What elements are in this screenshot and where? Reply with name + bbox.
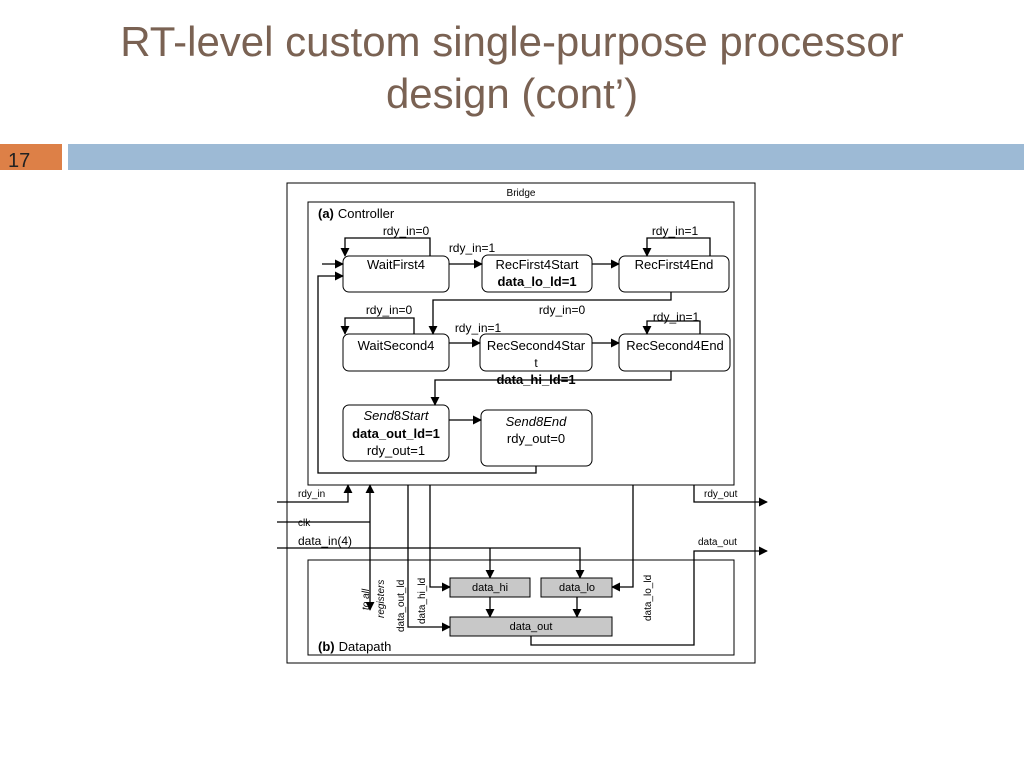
wait-first4-self-loop [340, 237, 431, 257]
bridge-frame [286, 182, 756, 664]
state-send8-start-name: Send8Start [363, 408, 429, 423]
rec-second4-end-self-loop [642, 320, 701, 335]
state-send8-start-name-part1: Send [363, 408, 394, 423]
state-send8-start-name-part3: Start [401, 408, 430, 423]
data-out-ld-line [407, 485, 451, 632]
data-hi-ld-line [429, 485, 451, 592]
state-send8-end-name: Send8End [506, 414, 567, 429]
rec-first4-end-self-loop [642, 237, 711, 257]
label-wait-second4-self: rdy_in=0 [366, 303, 413, 317]
register-data-lo-label: data_lo [559, 582, 595, 594]
state-wait-second4-name: WaitSecond4 [358, 338, 435, 353]
state-rec-second4-end-name: RecSecond4End [626, 338, 724, 353]
state-wait-second4 [342, 333, 450, 372]
state-rec-second4-start-name-2: t [534, 356, 538, 370]
slide-number: 17 [8, 150, 31, 172]
data-out-signal-label: data_out [698, 537, 737, 548]
state-wait-first4-name: WaitFirst4 [367, 257, 425, 272]
register-data-out-label: data_out [510, 621, 553, 633]
controller-frame [307, 201, 735, 486]
controller-label: (a) Controller [318, 206, 395, 221]
label-wait-first4-to-rec: rdy_in=1 [449, 241, 496, 255]
to-all-registers-label-1: to all [361, 588, 372, 610]
rdy-in-line [277, 484, 353, 503]
title-rule-bar [68, 144, 1024, 170]
bridge-label: Bridge [507, 188, 536, 199]
state-send8-start-action-1: data_out_ld=1 [352, 426, 440, 441]
state-rec-first4-start [481, 254, 593, 293]
wait-second4-self-loop [340, 317, 415, 335]
label-rec-first4-end-self: rdy_in=1 [652, 224, 699, 238]
datapath-label: (b) Datapath [318, 639, 391, 654]
datapath-frame [307, 559, 735, 656]
data-out-bus [530, 546, 768, 646]
state-rec-second4-end [618, 333, 731, 372]
send8-end-to-wait-first4 [317, 271, 537, 474]
data-in-line [277, 547, 585, 579]
label-rec-second4-end-self: rdy_in=1 [653, 310, 700, 324]
to-all-registers-label-2: registers [376, 580, 387, 618]
rdy-out-label: rdy_out [704, 489, 738, 500]
state-rec-second4-start [479, 333, 593, 372]
state-send8-end-action: rdy_out=0 [507, 431, 565, 446]
rec-first4-end-to-wait-second4 [428, 292, 672, 335]
state-rec-first4-start-action: data_lo_ld=1 [497, 274, 576, 289]
label-rec-first4-end-to-wait-second4: rdy_in=0 [539, 303, 586, 317]
controller-label-text: Controller [338, 206, 395, 221]
state-rec-first4-start-name: RecFirst4Start [495, 257, 578, 272]
state-rec-second4-start-name-1: RecSecond4Star [487, 338, 586, 353]
label-wait-second4-to-rec: rdy_in=1 [455, 321, 502, 335]
data-in-label: data_in(4) [298, 534, 352, 548]
label-wait-first4-self: rdy_in=0 [383, 224, 430, 238]
datapath-label-text: Datapath [339, 639, 392, 654]
datapath-label-prefix: (b) [318, 639, 335, 654]
slide-title-line-2: design (cont’) [385, 70, 639, 117]
state-rec-first4-end [618, 255, 730, 293]
data-lo-ld-label: data_lo_ld [643, 575, 654, 621]
state-rec-first4-end-name: RecFirst4End [635, 257, 714, 272]
rec-second4-end-to-send8-start [430, 371, 672, 406]
controller-label-prefix: (a) [318, 206, 334, 221]
slide-number-box [0, 144, 62, 170]
data-hi-ld-label: data_hi_ld [417, 578, 428, 624]
state-send8-start-name-part2: 8 [394, 408, 401, 423]
state-send8-start-action-2: rdy_out=1 [367, 443, 425, 458]
slide-title-line-1: RT-level custom single-purpose processor [120, 18, 904, 65]
register-data-out [449, 616, 613, 637]
register-data-hi-label: data_hi [472, 582, 508, 594]
data-out-ld-label: data_out_ld [396, 580, 407, 632]
rdy-in-label: rdy_in [298, 489, 325, 500]
state-send8-start [342, 404, 450, 462]
clk-label: clk [298, 518, 311, 529]
rdy-out-line [693, 485, 768, 507]
slide-title: RT-level custom single-purpose processor… [0, 16, 1024, 120]
data-lo-ld-line [611, 485, 634, 592]
